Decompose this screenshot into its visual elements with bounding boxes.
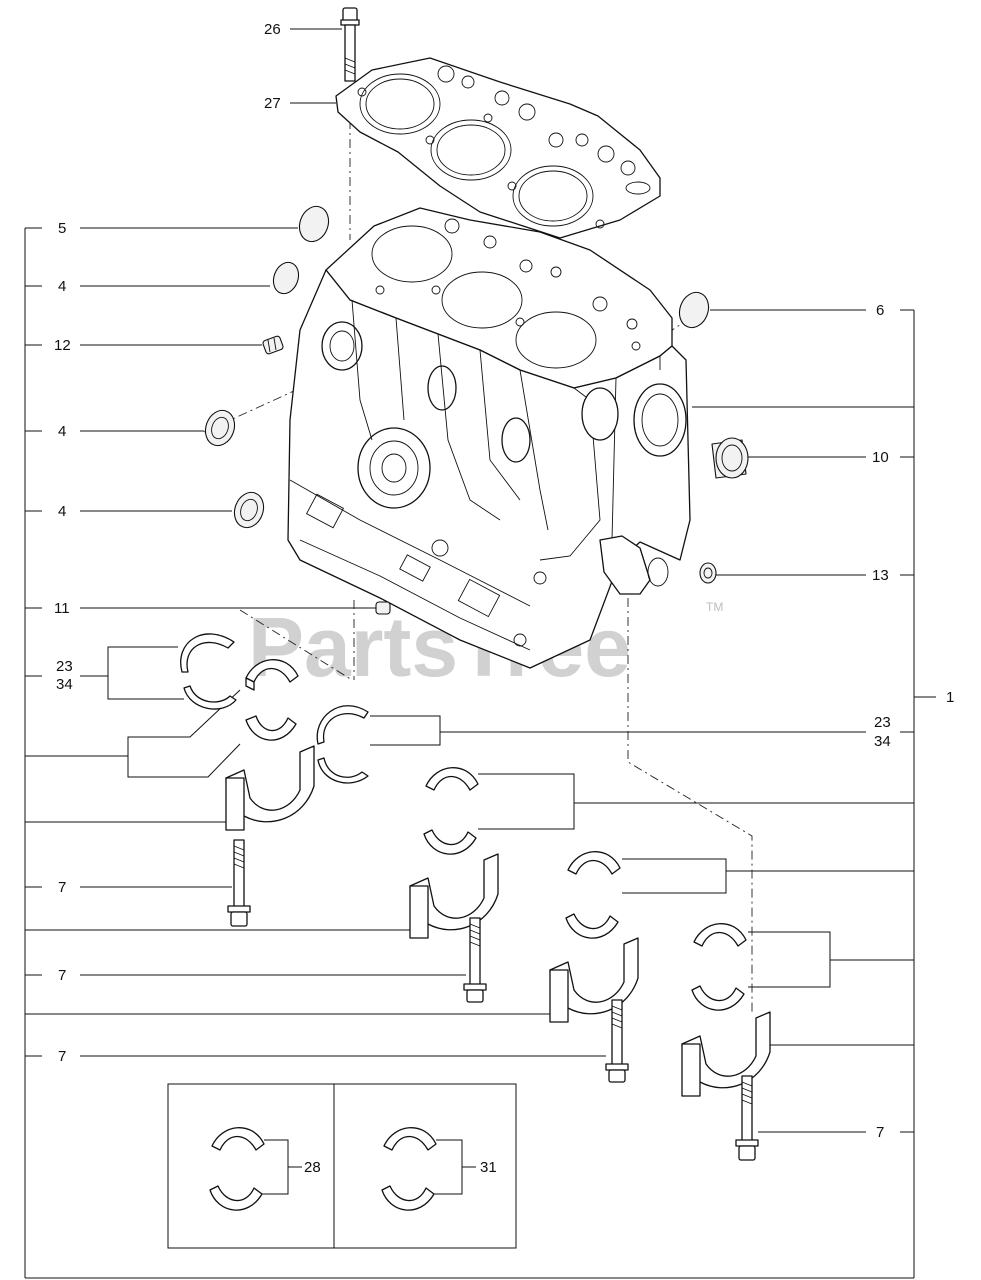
plug-11 [375, 601, 391, 615]
thrust-washer-left [180, 633, 237, 710]
right-bracket [574, 309, 936, 1278]
head-gasket-27 [335, 57, 661, 239]
callout-5: 5 [58, 220, 66, 237]
callout-12: 12 [54, 337, 71, 354]
callout-13: 13 [872, 567, 889, 584]
callout-labels: 26 27 5 4 12 4 4 11 23 34 6 10 13 1 23 3… [54, 21, 954, 1176]
bearing-shell-right2-lower [565, 913, 619, 939]
callout-27: 27 [264, 95, 281, 112]
callout-7-d: 7 [876, 1124, 884, 1141]
seal-4-middle [204, 409, 236, 447]
bushing-10 [711, 437, 749, 479]
plug-5 [298, 205, 330, 243]
callout-4-lower: 4 [58, 503, 66, 520]
bearing-shell-right3-upper [693, 923, 747, 947]
callout-28: 28 [304, 1159, 321, 1176]
leader-lines [80, 28, 866, 1133]
callout-34-left: 34 [56, 676, 73, 693]
bearing-kit-box [167, 1083, 517, 1249]
bearing-cap-mid [409, 853, 499, 939]
bearing-shell-mid-upper [425, 767, 479, 791]
left-bracket [24, 227, 914, 1279]
plug-4-top [272, 261, 300, 295]
thrust-washer-right [316, 705, 369, 784]
callout-23-left: 23 [56, 658, 73, 675]
callout-23-right: 23 [874, 714, 891, 731]
cap-bolt-7c [605, 999, 629, 1083]
callout-4-middle: 4 [58, 423, 66, 440]
callout-1: 1 [946, 689, 954, 706]
callout-34-right: 34 [874, 733, 891, 750]
callout-4-top: 4 [58, 278, 66, 295]
plug-6 [678, 291, 710, 329]
callout-7-a: 7 [58, 879, 66, 896]
bearing-shell-left-lower [245, 715, 297, 741]
callout-7-b: 7 [58, 967, 66, 984]
bearing-shell-right2-upper [567, 851, 621, 875]
bearing-cap-left [225, 745, 315, 831]
callout-10: 10 [872, 449, 889, 466]
cap-bolt-7b [463, 917, 487, 1003]
bearing-cap-right2 [549, 937, 639, 1023]
cap-bolt-7a [227, 839, 251, 927]
callout-7-c: 7 [58, 1048, 66, 1065]
cap-bolt-7d [735, 1075, 759, 1161]
head-bolt-26 [340, 7, 360, 82]
callout-11: 11 [54, 600, 70, 617]
watermark-trademark: TM [706, 600, 723, 614]
callout-26: 26 [264, 21, 281, 38]
bearing-cap-right3 [681, 1011, 771, 1097]
bearing-shell-right3-lower [691, 985, 745, 1011]
seal-13 [699, 562, 717, 584]
bearing-shell-mid-lower [423, 829, 477, 855]
callout-31: 31 [480, 1159, 497, 1176]
callout-6: 6 [876, 302, 884, 319]
seal-4-lower [233, 491, 265, 529]
plug-12 [262, 335, 284, 355]
bearing-shell-left-upper [245, 659, 299, 691]
cylinder-block [287, 207, 691, 669]
